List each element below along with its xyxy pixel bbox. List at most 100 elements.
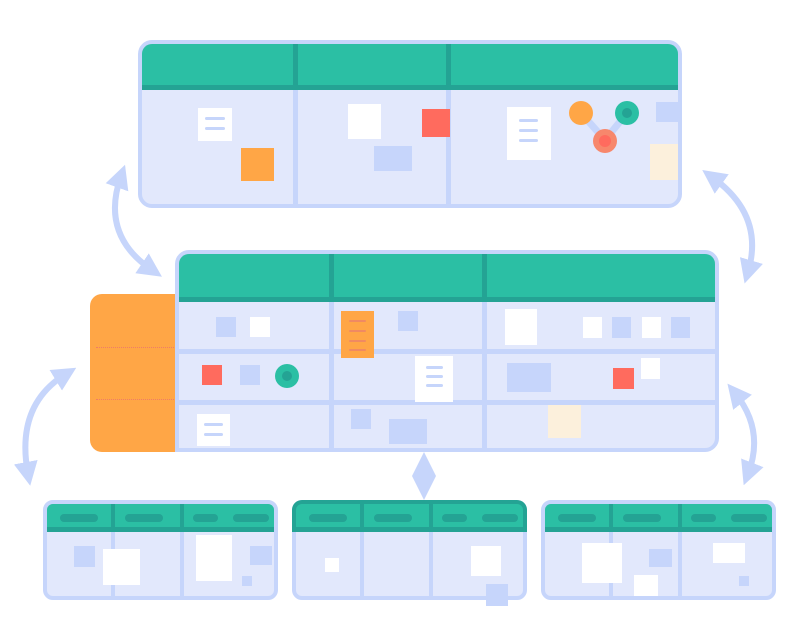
column-divider <box>293 90 298 204</box>
column-title-placeholder <box>442 514 467 522</box>
doc-line <box>426 384 443 387</box>
task-card[interactable] <box>548 405 581 438</box>
column-title-placeholder <box>731 514 767 522</box>
doc-card[interactable] <box>197 414 230 446</box>
teal-dot-icon <box>275 364 299 388</box>
task-card[interactable] <box>103 549 140 585</box>
swimlane-bar[interactable] <box>90 294 186 452</box>
task-card[interactable] <box>250 317 270 337</box>
doc-line <box>426 375 443 378</box>
column-divider <box>446 44 451 90</box>
doc-line <box>204 423 223 426</box>
mini-board-left <box>43 500 278 600</box>
column-divider <box>111 504 115 532</box>
column-divider <box>678 532 682 596</box>
task-card[interactable] <box>650 144 678 180</box>
task-card[interactable] <box>389 419 427 444</box>
task-card[interactable] <box>641 358 660 379</box>
column-title-placeholder <box>233 514 269 522</box>
task-card[interactable] <box>422 109 450 137</box>
swimlane-divider <box>96 399 182 400</box>
curved-arrow-bottom-right <box>727 383 764 486</box>
task-card[interactable] <box>240 365 260 385</box>
doc-card[interactable] <box>507 107 551 160</box>
column-divider <box>329 302 334 448</box>
column-title-placeholder <box>60 514 98 522</box>
mini-board-right <box>541 500 776 600</box>
task-card[interactable] <box>656 102 678 122</box>
column-divider <box>482 302 487 448</box>
task-card[interactable] <box>196 535 232 581</box>
task-card[interactable] <box>486 584 508 606</box>
task-card[interactable] <box>739 576 749 586</box>
column-divider <box>429 532 433 600</box>
curved-arrow-top-left <box>105 164 162 277</box>
column-title-placeholder <box>374 514 412 522</box>
task-card[interactable] <box>202 365 222 385</box>
top-board <box>138 40 682 208</box>
column-divider <box>429 504 433 532</box>
column-title-placeholder <box>482 514 518 522</box>
task-card[interactable] <box>642 317 661 338</box>
doc-card-highlighted[interactable] <box>341 311 374 358</box>
column-divider <box>329 254 334 302</box>
doc-line <box>349 340 366 342</box>
doc-line <box>519 129 538 132</box>
column-divider <box>678 504 682 532</box>
column-title-placeholder <box>691 514 716 522</box>
main-board <box>175 250 719 452</box>
task-card[interactable] <box>612 317 631 338</box>
task-card[interactable] <box>471 546 501 576</box>
column-divider <box>360 504 364 532</box>
task-card[interactable] <box>507 363 551 392</box>
column-title-placeholder <box>558 514 596 522</box>
task-card[interactable] <box>613 368 634 389</box>
column-divider <box>446 90 451 204</box>
column-divider <box>180 532 184 596</box>
doc-line <box>519 119 538 122</box>
task-card[interactable] <box>671 317 690 338</box>
doc-line <box>519 139 538 142</box>
task-card[interactable] <box>374 146 412 171</box>
task-card[interactable] <box>250 546 272 565</box>
row-divider <box>179 400 715 405</box>
graph-node-orange <box>569 101 593 125</box>
task-card[interactable] <box>325 558 339 572</box>
swimlane-divider <box>96 347 182 348</box>
task-card[interactable] <box>351 409 371 429</box>
column-title-placeholder <box>623 514 661 522</box>
task-card[interactable] <box>241 148 274 181</box>
task-card[interactable] <box>74 546 95 567</box>
task-card[interactable] <box>582 543 622 583</box>
task-card[interactable] <box>583 317 602 338</box>
curved-arrow-top-right <box>702 170 763 284</box>
task-card[interactable] <box>505 309 537 345</box>
task-card[interactable] <box>216 317 236 337</box>
doc-line <box>205 127 225 130</box>
curved-arrow-bottom-left <box>13 367 77 486</box>
task-card[interactable] <box>398 311 418 331</box>
dependency-graph-icon <box>569 101 639 153</box>
column-divider <box>609 504 613 532</box>
doc-line <box>205 117 225 120</box>
main-board-header <box>179 254 715 302</box>
doc-card[interactable] <box>198 108 232 141</box>
task-card[interactable] <box>348 104 381 139</box>
task-card[interactable] <box>649 549 672 567</box>
column-title-placeholder <box>125 514 163 522</box>
doc-line <box>426 366 443 369</box>
doc-line <box>349 320 366 322</box>
row-divider <box>179 349 715 354</box>
doc-card[interactable] <box>415 356 453 402</box>
top-board-header <box>142 44 678 90</box>
doc-line <box>349 330 366 332</box>
task-card[interactable] <box>634 575 658 596</box>
doc-line <box>349 349 366 351</box>
doc-line <box>204 433 223 436</box>
column-divider <box>360 532 364 600</box>
column-title-placeholder <box>193 514 218 522</box>
column-divider <box>180 504 184 532</box>
task-card[interactable] <box>713 543 745 563</box>
task-card[interactable] <box>242 576 252 586</box>
